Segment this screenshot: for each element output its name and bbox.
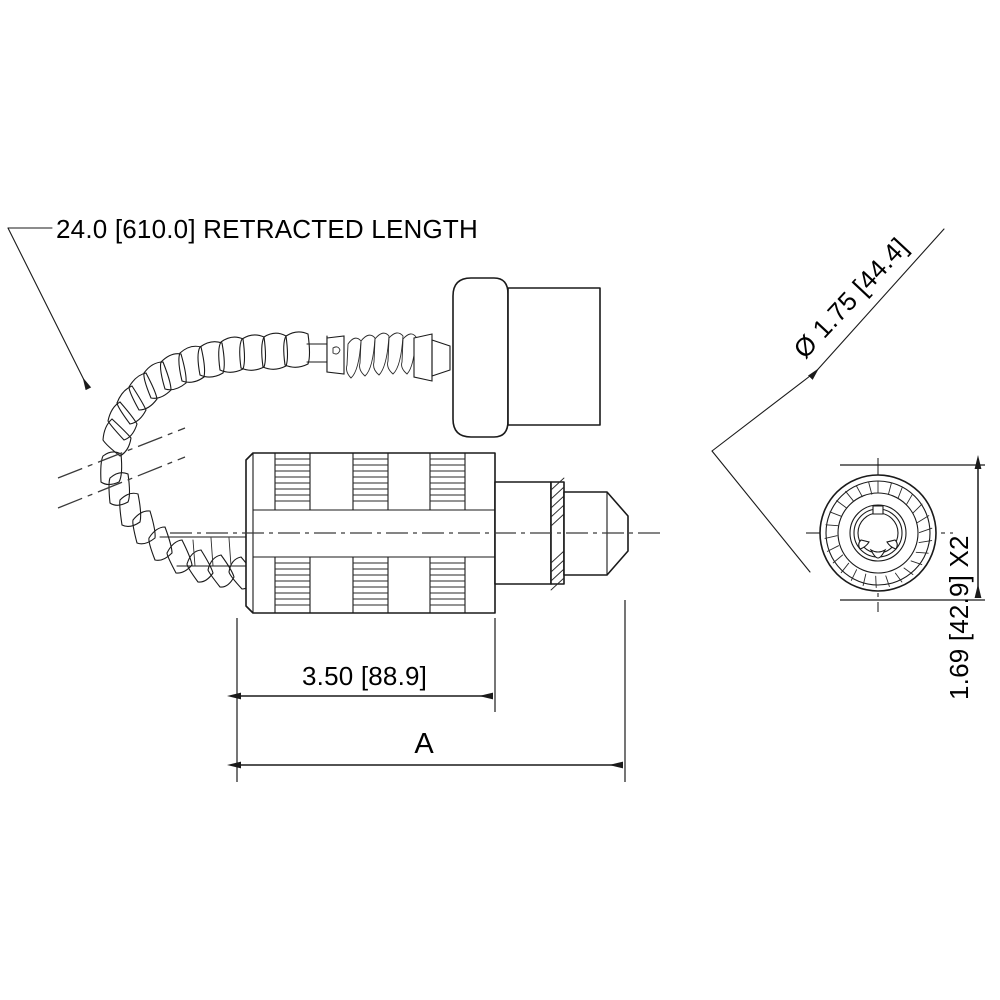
end-view: Ø 1.75 [44.4] 1.69 [42.9] X2 [711,228,985,700]
spring-boot [413,333,433,382]
knurl-band-2 [352,452,389,614]
diameter-leader-line [808,228,945,380]
keyway-slot-right [886,539,898,550]
plug-assembly [326,277,601,438]
keyway-slots [858,505,898,559]
retracted-length-leader-line [7,227,92,391]
diameter-ext-line-a [711,375,811,452]
diameter-label: Ø 1.75 [44.4] [787,232,913,364]
dim-label-flat: 1.69 [42.9] X2 [944,535,974,700]
cable-lower-rings [192,537,232,567]
radial-knurl-ring [824,480,933,588]
thread-hatching [550,477,565,591]
keyway-slot-bottom [869,548,887,559]
break-line-upper [57,427,186,479]
plug-body [507,287,601,426]
boot-taper [431,339,451,377]
knurl-band-1 [274,452,311,614]
diameter-ext-line-b [711,450,811,573]
plug-collar [452,277,509,438]
coiled-cable-lower [100,451,257,590]
keyway-slot-left [858,539,870,550]
cable-ferrule [326,335,345,375]
knurl-band-3 [429,452,466,614]
side-view-dimensions: 3.50 [88.9] A [227,600,626,782]
break-lines [57,427,186,509]
dim-label-overall-length: A [414,728,434,760]
dim-label-body-length: 3.50 [88.9] [302,661,427,691]
connector-side-view [170,452,660,614]
ferrule-detail [332,346,341,355]
retracted-length-callout: 24.0 [610.0] RETRACTED LENGTH [7,214,478,391]
break-line-lower [57,456,186,509]
coiled-cable-upper [102,331,328,457]
strain-relief-spring [346,332,417,379]
keyway-slot-top [872,505,884,515]
retracted-length-label: 24.0 [610.0] RETRACTED LENGTH [56,214,478,244]
